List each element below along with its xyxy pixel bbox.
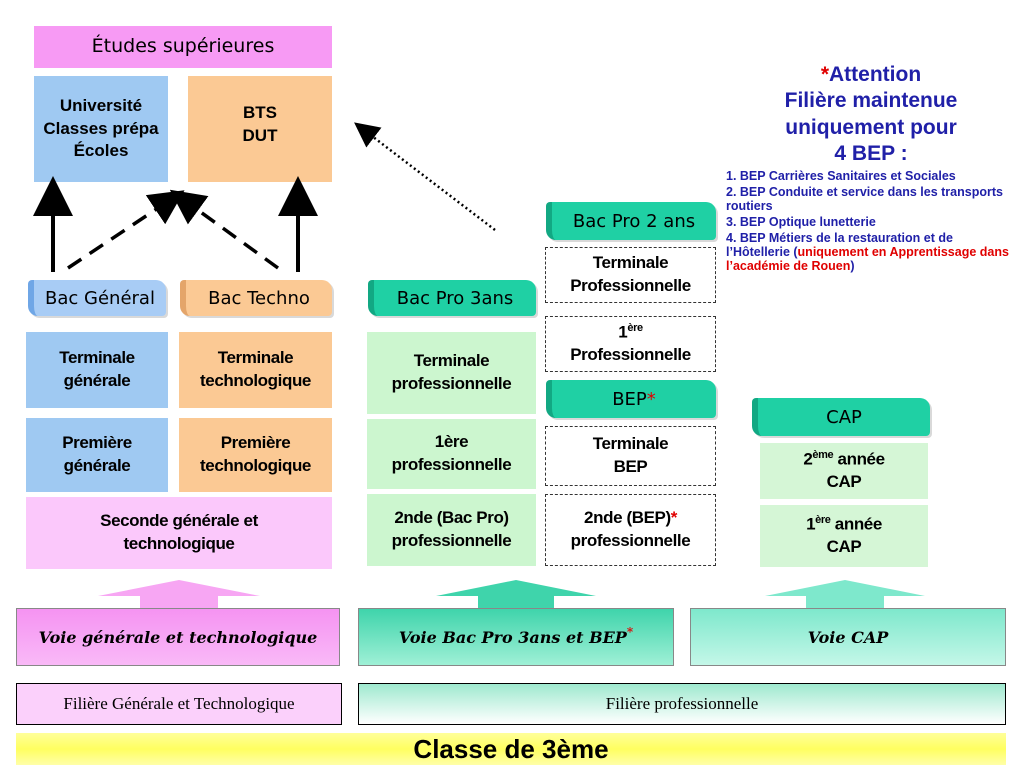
attention-line-4: 4 BEP :: [834, 141, 908, 165]
attention-item-4: 4. BEP Métiers de la restauration et de …: [726, 231, 1009, 273]
arrow-pro-dotted: [354, 122, 496, 231]
cap-premiere-annee-box: 1ère année CAP: [760, 505, 928, 567]
terminale-pro-2ans-box: Terminale Professionnelle: [545, 247, 716, 303]
attention-line-3: uniquement pour: [785, 115, 957, 139]
attention-item-3: 3. BEP Optique lunetterie: [726, 215, 876, 229]
banner-bac-pro-2ans: Bac Pro 2 ans: [546, 202, 716, 240]
voie-generale-box: Voie générale et technologique: [16, 608, 340, 666]
classes-prepa-label: Classes prépa: [43, 118, 159, 138]
dut-label: DUT: [242, 125, 278, 145]
cap-deuxieme-annee-box: 2ème année CAP: [760, 443, 928, 499]
banner-bac-pro-3ans: Bac Pro 3ans: [368, 280, 536, 316]
banner-cap: CAP: [752, 398, 930, 436]
premiere-pro-box: 1ère professionnelle: [367, 419, 536, 489]
etudes-superieures-label: Études supérieures: [91, 35, 275, 58]
banner-bac-general: Bac Général: [28, 280, 166, 316]
terminale-generale-box: Terminale générale: [26, 332, 168, 408]
seconde-pro-box: 2nde (Bac Pro) professionnelle: [367, 494, 536, 566]
premiere-technologique-box: Première technologique: [179, 418, 332, 492]
terminale-pro-box: Terminale professionnelle: [367, 332, 536, 414]
bts-dut-box: BTS DUT: [188, 76, 332, 182]
premiere-pro-2ans-box: 1ère Professionnelle: [545, 316, 716, 372]
arrow-general-dashed: [67, 190, 185, 270]
banner-bac-techno: Bac Techno: [180, 280, 332, 316]
terminale-bep-box: Terminale BEP: [545, 426, 716, 486]
attention-item-4-red: uniquement en Apprentissage dans l’acadé…: [726, 245, 1009, 273]
etudes-superieures-header: Études supérieures: [34, 26, 332, 68]
attention-note: *Attention Filière maintenue uniquement …: [726, 62, 1016, 275]
classe-3eme-bar: Classe de 3ème: [16, 733, 1006, 765]
arrow-techno-dashed: [169, 189, 280, 270]
voie-pro-box: Voie Bac Pro 3ans et BEP*: [358, 608, 674, 666]
bep-star: *: [646, 388, 656, 410]
filiere-gt-box: Filière Générale et Technologique: [16, 683, 342, 725]
attention-title: Attention: [829, 63, 922, 86]
seconde-gt-box: Seconde générale et technologique: [26, 497, 332, 569]
premiere-generale-box: Première générale: [26, 418, 168, 492]
seconde-bep-box: 2nde (BEP)* professionnelle: [545, 494, 716, 566]
banner-bep: BEP*: [546, 380, 716, 418]
universite-label: Université: [59, 95, 143, 115]
universite-box: Université Classes prépa Écoles: [34, 76, 168, 182]
bts-label: BTS: [243, 103, 277, 122]
attention-item-1: 1. BEP Carrières Sanitaires et Sociales: [726, 169, 956, 183]
voie-cap-box: Voie CAP: [690, 608, 1006, 666]
attention-item-2: 2. BEP Conduite et service dans les tran…: [726, 185, 1003, 213]
filiere-pro-box: Filière professionnelle: [358, 683, 1006, 725]
ecoles-label: Écoles: [73, 141, 129, 161]
terminale-technologique-box: Terminale technologique: [179, 332, 332, 408]
attention-star: *: [820, 63, 830, 86]
attention-line-2: Filière maintenue: [784, 89, 958, 113]
